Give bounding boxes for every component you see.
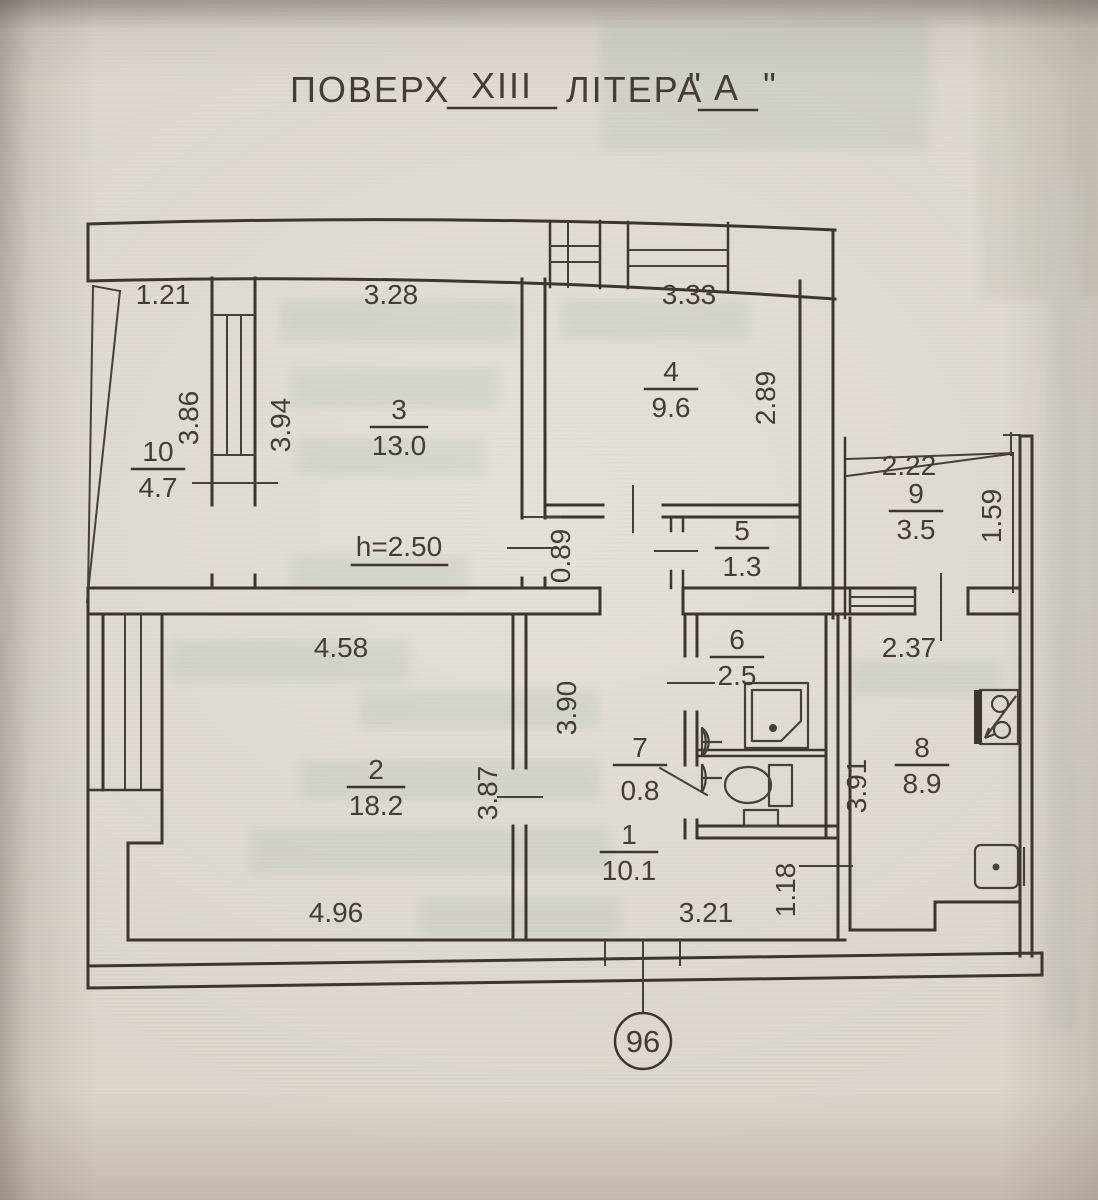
room-8-number: 8 xyxy=(914,732,930,763)
wall-room4-bottom xyxy=(543,485,802,533)
title-letter-label: ЛІТЕРА xyxy=(566,69,703,110)
room-7-leader-line xyxy=(658,766,709,797)
toilet-icon xyxy=(723,763,794,828)
room-9-area: 3.5 xyxy=(897,514,936,545)
title-floor-label: ПОВЕРХ xyxy=(290,69,450,110)
room-1-number: 1 xyxy=(621,819,637,850)
dim-hall-height: 3.90 xyxy=(551,681,582,736)
wall-room3-corridor xyxy=(507,277,559,590)
ceiling-height: h=2.50 xyxy=(356,531,442,562)
room-7-area: 0.8 xyxy=(621,775,660,806)
fixtures xyxy=(700,681,1026,890)
dim-balcony9-top: 2.22 xyxy=(882,450,937,481)
wall-loggia10-room3 xyxy=(192,276,278,590)
room-2-number: 2 xyxy=(368,754,384,785)
room-10-area: 4.7 xyxy=(139,472,178,503)
title-letter-quote-open: " xyxy=(688,65,703,106)
title-block: ПОВЕРХ XIII ЛІТЕРА " А " xyxy=(290,65,778,112)
window-balcony9-kitchen xyxy=(848,586,917,616)
dim-corridor-height: 0.89 xyxy=(545,529,576,584)
kitchen-sink-icon xyxy=(973,843,1026,890)
dim-room3-top: 3.28 xyxy=(364,279,419,310)
dim-kitchen-top: 2.37 xyxy=(882,632,937,663)
room-2-area: 18.2 xyxy=(349,790,404,821)
walls xyxy=(85,218,1044,990)
dim-kitchen-left: 3.91 xyxy=(841,759,872,814)
dimension-labels: 1.21 3.28 3.33 2.22 4.58 2.37 4.96 3.21 … xyxy=(136,279,1007,928)
dim-hall-bottom: 3.21 xyxy=(679,897,734,928)
window-room2-left xyxy=(86,612,164,792)
dim-room2-top: 4.58 xyxy=(314,632,369,663)
shower-icon xyxy=(743,681,810,750)
window-top-room4 xyxy=(548,219,730,293)
page-bleed-through xyxy=(170,0,1098,1030)
room-8-area: 8.9 xyxy=(903,768,942,799)
washbasin-icon-room7 xyxy=(700,763,722,793)
room-3-number: 3 xyxy=(391,394,407,425)
dim-room3-left: 3.94 xyxy=(265,398,296,453)
dim-loggia10-top: 1.21 xyxy=(136,279,191,310)
dim-room4-right: 2.89 xyxy=(750,371,781,426)
room-4-number: 4 xyxy=(663,356,679,387)
title-letter-value: А xyxy=(714,67,740,108)
apartment-number-callout: 96 xyxy=(613,939,673,1071)
room-5-number: 5 xyxy=(734,515,750,546)
loggia-10-glazing xyxy=(85,284,122,604)
apartment-number: 96 xyxy=(626,1024,660,1059)
room-9-number: 9 xyxy=(908,478,924,509)
room-3-area: 13.0 xyxy=(372,430,427,461)
room-6-number: 6 xyxy=(729,624,745,655)
room-10-number: 10 xyxy=(142,436,173,467)
room-labels: 10 4.7 3 13.0 h=2.50 4 9.6 5 1.3 9 3.5 6… xyxy=(130,356,950,886)
dim-hall-step: 1.18 xyxy=(770,863,801,918)
room-4-area: 9.6 xyxy=(652,392,691,423)
wall-room2-hall xyxy=(497,612,543,942)
balcony-9-glazing xyxy=(845,432,1021,593)
dim-room2-right: 3.87 xyxy=(472,766,503,821)
dim-loggia10-right: 3.86 xyxy=(173,391,204,446)
dim-room2-bottom: 4.96 xyxy=(309,897,364,928)
room-5-area: 1.3 xyxy=(723,551,762,582)
room-1-area: 10.1 xyxy=(602,855,657,886)
title-floor-value: XIII xyxy=(471,65,533,106)
stove-icon xyxy=(974,688,1020,746)
washbasin-icon-room6 xyxy=(700,726,722,758)
room-7-number: 7 xyxy=(632,732,648,763)
wall-room5 xyxy=(654,515,698,590)
dim-room4-top: 3.33 xyxy=(662,279,717,310)
dim-balcony9-right: 1.59 xyxy=(976,489,1007,544)
room-6-area: 2.5 xyxy=(718,660,757,691)
title-letter-quote-close: " xyxy=(763,65,778,106)
